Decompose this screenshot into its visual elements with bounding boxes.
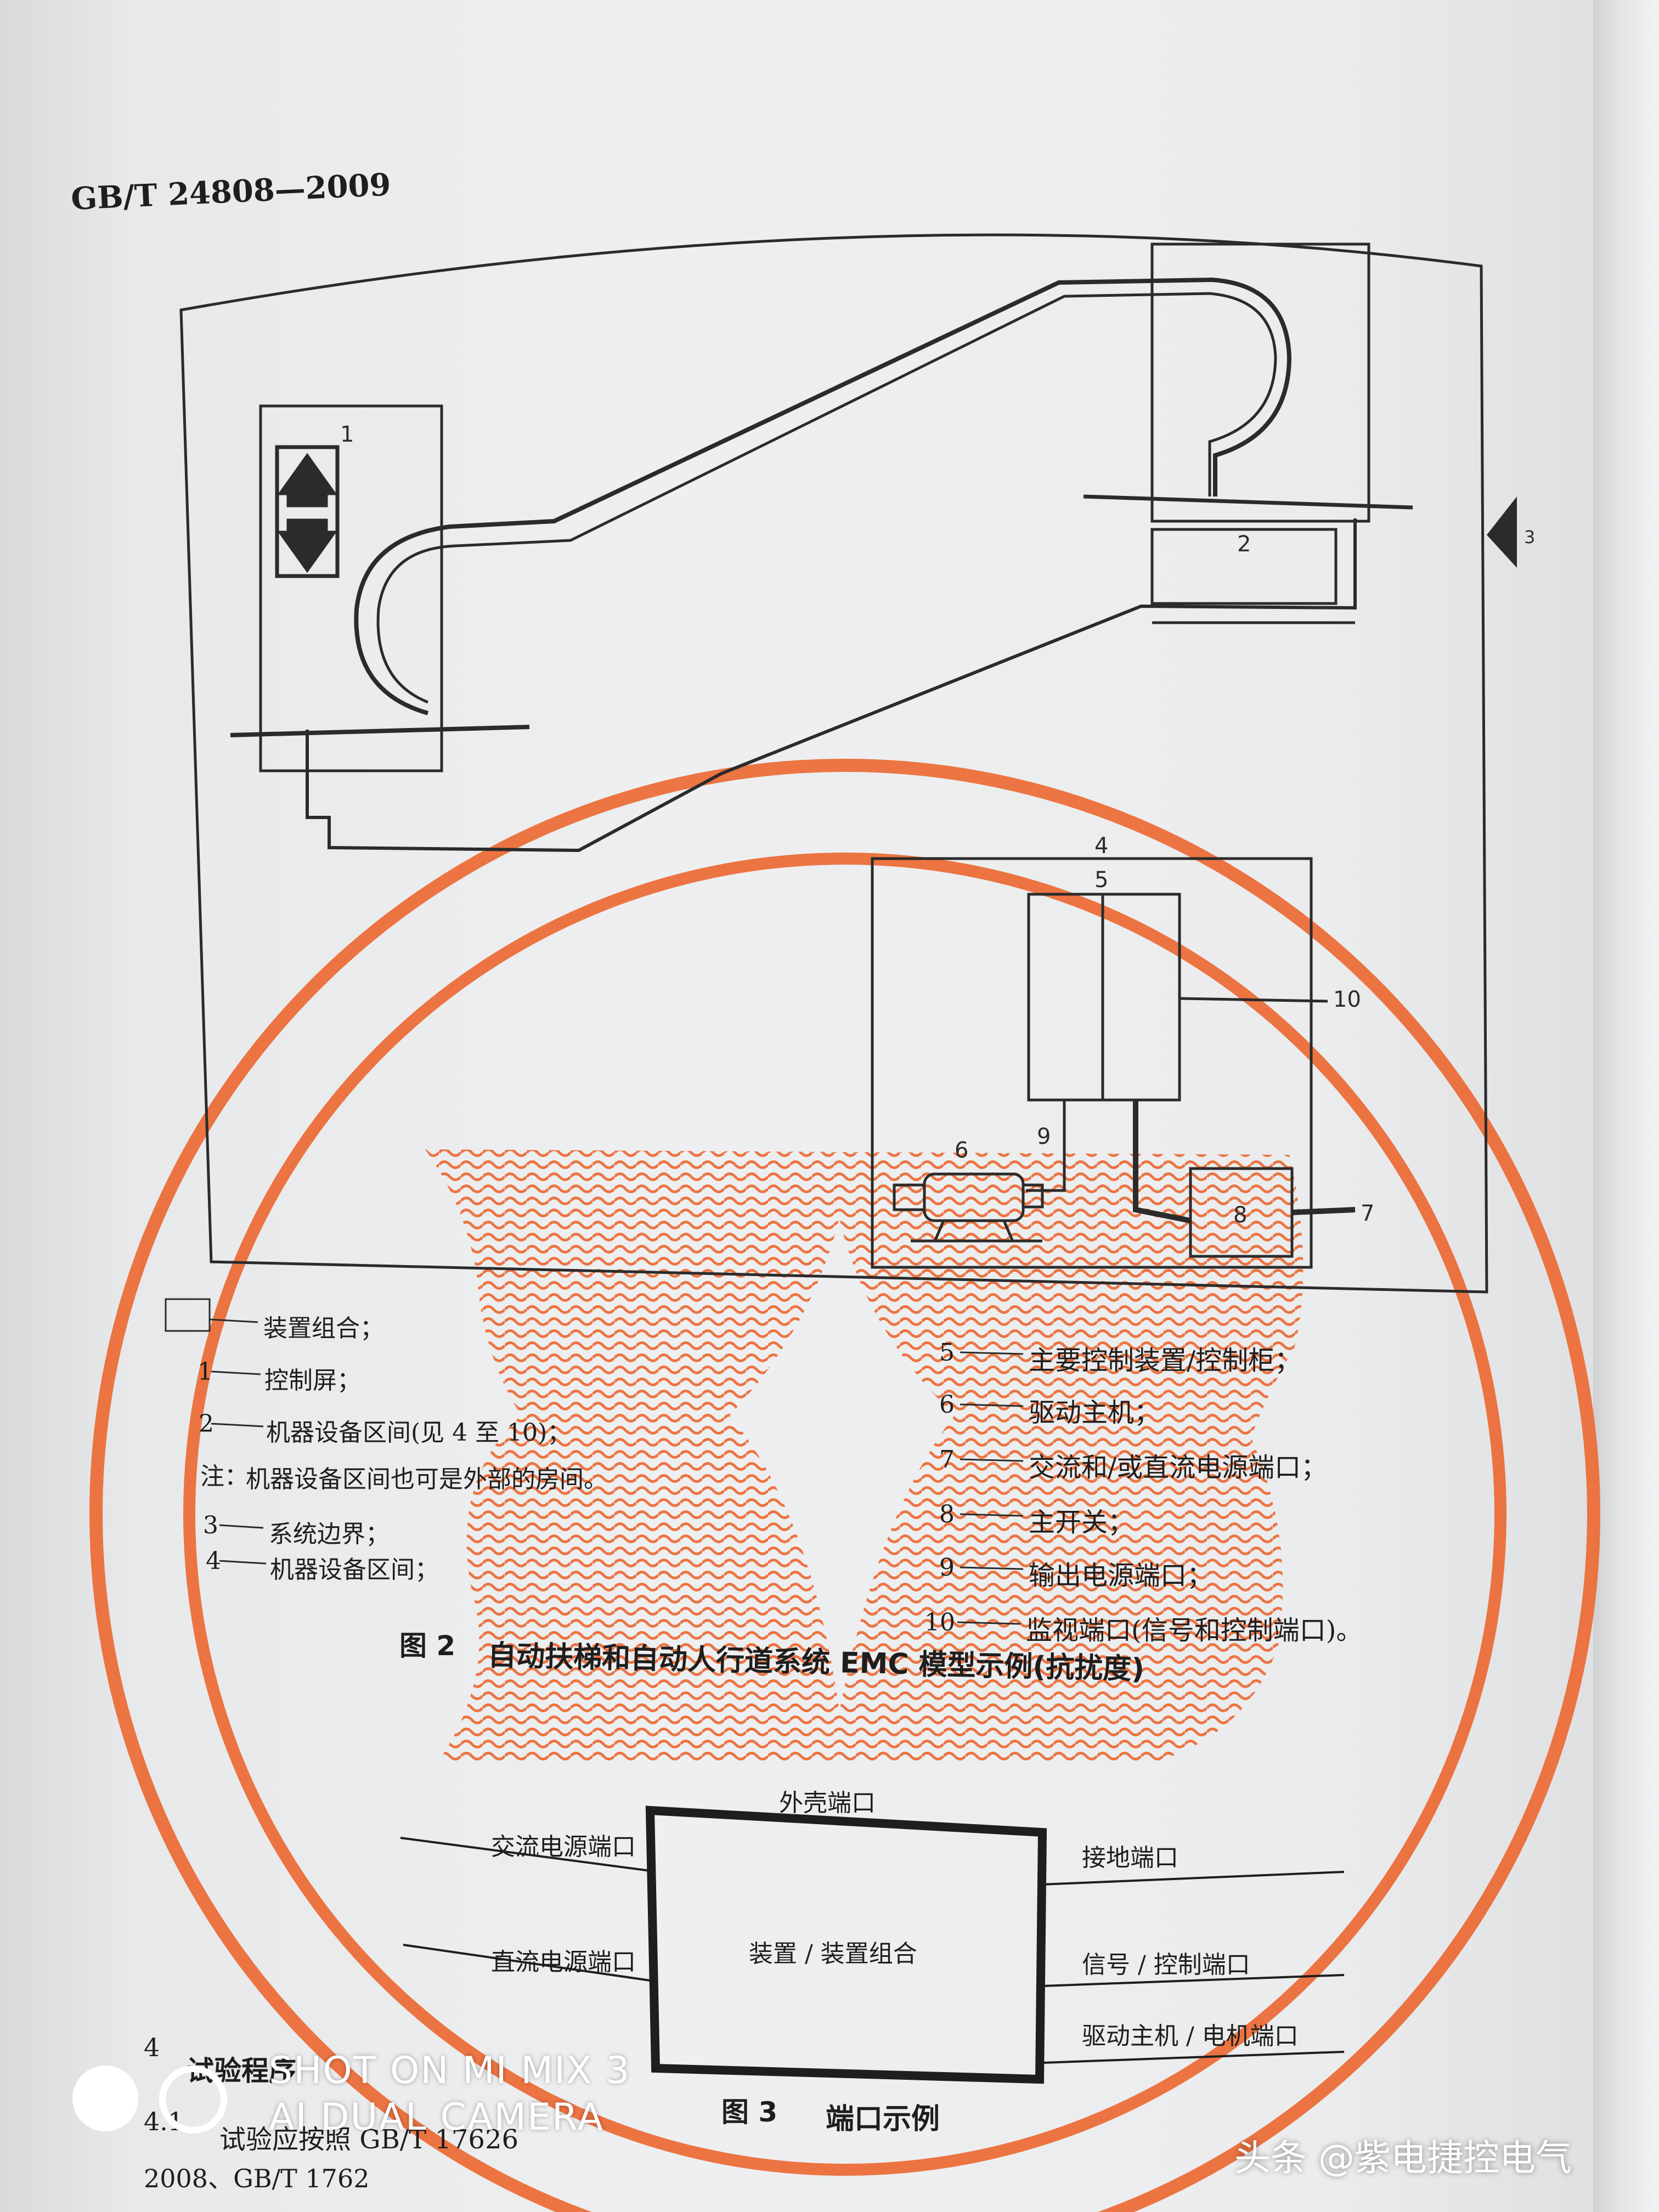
dc-power-port-label: 直流电源端口 <box>491 1948 636 1976</box>
ground-port-line <box>1042 1871 1345 1886</box>
page-edge <box>1593 0 1659 2212</box>
machine-space-4 <box>871 857 1313 1269</box>
figure2-caption-number: 图 2 <box>399 1630 456 1662</box>
ac-port-line <box>400 1837 651 1872</box>
boundary-arrow-icon <box>1487 496 1517 568</box>
main-switch-line <box>1133 1100 1191 1223</box>
legend-item-2: 机器设备区间(见 4 至 10)； <box>266 1419 572 1447</box>
label-9: 9 <box>1037 1124 1051 1149</box>
legend-item-3: 系统边界； <box>269 1520 390 1548</box>
machine-space-2 <box>1150 528 1338 605</box>
label-4: 4 <box>1094 833 1108 859</box>
device-label: 装置 / 装置组合 <box>749 1940 917 1968</box>
legend-item-7: 交流和/或直流电源端口； <box>1029 1452 1328 1483</box>
system-boundary <box>179 233 1488 1294</box>
device-box <box>645 1805 1047 2084</box>
escalator-handrail-outer <box>230 277 1292 737</box>
escalator-truss <box>306 518 1357 853</box>
figure2-numbers: 1 2 3 4 5 6 7 8 9 10 <box>340 422 1535 1228</box>
legend-key-7: 7 <box>939 1446 955 1474</box>
stamp-swirl-center <box>730 1218 955 1712</box>
legend-key-9: 9 <box>939 1554 955 1582</box>
legend-item-10: 监视端口(信号和控制端口)。 <box>1026 1615 1363 1646</box>
escalator-handrail-inner <box>376 292 1277 704</box>
drive-motor-icon <box>893 1172 1044 1243</box>
upper-landing <box>1083 494 1413 510</box>
control-panel-frame <box>259 404 443 772</box>
signal-port-line <box>1042 1974 1345 1987</box>
legend-key-10: 10 <box>924 1609 955 1637</box>
legend-item-4: 机器设备区间； <box>270 1556 439 1584</box>
label-3: 3 <box>1524 527 1535 548</box>
motor-port-line <box>1042 2051 1345 2064</box>
legend-item-5: 主要控制装置/控制柜； <box>1029 1345 1301 1376</box>
label-5: 5 <box>1094 867 1108 893</box>
dc-port-line <box>403 1944 651 1982</box>
label-7: 7 <box>1361 1201 1374 1226</box>
legend-key-8: 8 <box>939 1500 955 1528</box>
camera-logo-ring-icon <box>159 2066 227 2134</box>
ac-power-port-label: 交流电源端口 <box>491 1833 636 1861</box>
camera-watermark-line2: AI DUAL CAMERA <box>269 2096 604 2139</box>
legend-note-key: 注： <box>200 1463 249 1491</box>
legend-key-4: 4 <box>206 1547 221 1575</box>
label-6: 6 <box>955 1138 968 1163</box>
label-2: 2 <box>1237 532 1251 557</box>
legend-device-symbol <box>165 1298 211 1332</box>
source-credit: 头条 @紫电捷控电气 <box>1234 2137 1572 2179</box>
legend-key-5: 5 <box>939 1339 955 1367</box>
legend-key-1: 1 <box>198 1358 213 1386</box>
ground-port-label: 接地端口 <box>1082 1844 1178 1872</box>
footer-line-2: 2008、GB/T 1762 <box>144 2164 370 2193</box>
section-number: 4 <box>144 2033 160 2062</box>
monitor-port-line <box>1179 997 1328 1003</box>
power-port-line <box>1291 1207 1356 1215</box>
figure3-caption-number: 图 3 <box>721 2096 778 2128</box>
subsection-text: 试验应按照 GB/T 17626 <box>219 2124 519 2155</box>
camera-watermark-line1: SHOT ON MI MIX 3 <box>269 2049 631 2092</box>
signal-port-label: 信号 / 控制端口 <box>1082 1951 1250 1979</box>
control-panel <box>275 445 340 578</box>
label-8: 8 <box>1233 1203 1247 1228</box>
enclosure-port-label: 外壳端口 <box>779 1789 876 1817</box>
legend-item-9: 输出电源端口； <box>1029 1560 1214 1591</box>
up-arrow-icon <box>277 453 337 495</box>
camera-logo-dot-icon <box>72 2066 138 2131</box>
figure3-caption: 端口示例 <box>826 2103 940 2136</box>
legend-item-6: 驱动主机； <box>1029 1397 1161 1428</box>
label-10: 10 <box>1333 987 1361 1012</box>
figure3-diagram <box>400 1805 1345 2084</box>
security-stamp <box>89 759 1600 2212</box>
legend-key-3: 3 <box>203 1511 218 1539</box>
legend-item-device: 装置组合； <box>263 1314 384 1342</box>
legend-key-2: 2 <box>199 1410 214 1438</box>
legend-key-6: 6 <box>939 1391 955 1419</box>
motor-port-label: 驱动主机 / 电机端口 <box>1082 2022 1299 2050</box>
down-arrow-icon <box>277 531 337 573</box>
legend-note: 机器设备区间也可是外部的房间。 <box>246 1465 608 1493</box>
figure2-diagram <box>179 233 1517 1294</box>
legend-connectors <box>165 1298 1024 1625</box>
machine-space-upper <box>1150 242 1370 523</box>
label-1: 1 <box>340 422 354 447</box>
output-power-port-line <box>1026 1100 1066 1192</box>
legend-item-1: 控制屏； <box>264 1367 361 1395</box>
legend-item-8: 主开关； <box>1029 1507 1135 1538</box>
